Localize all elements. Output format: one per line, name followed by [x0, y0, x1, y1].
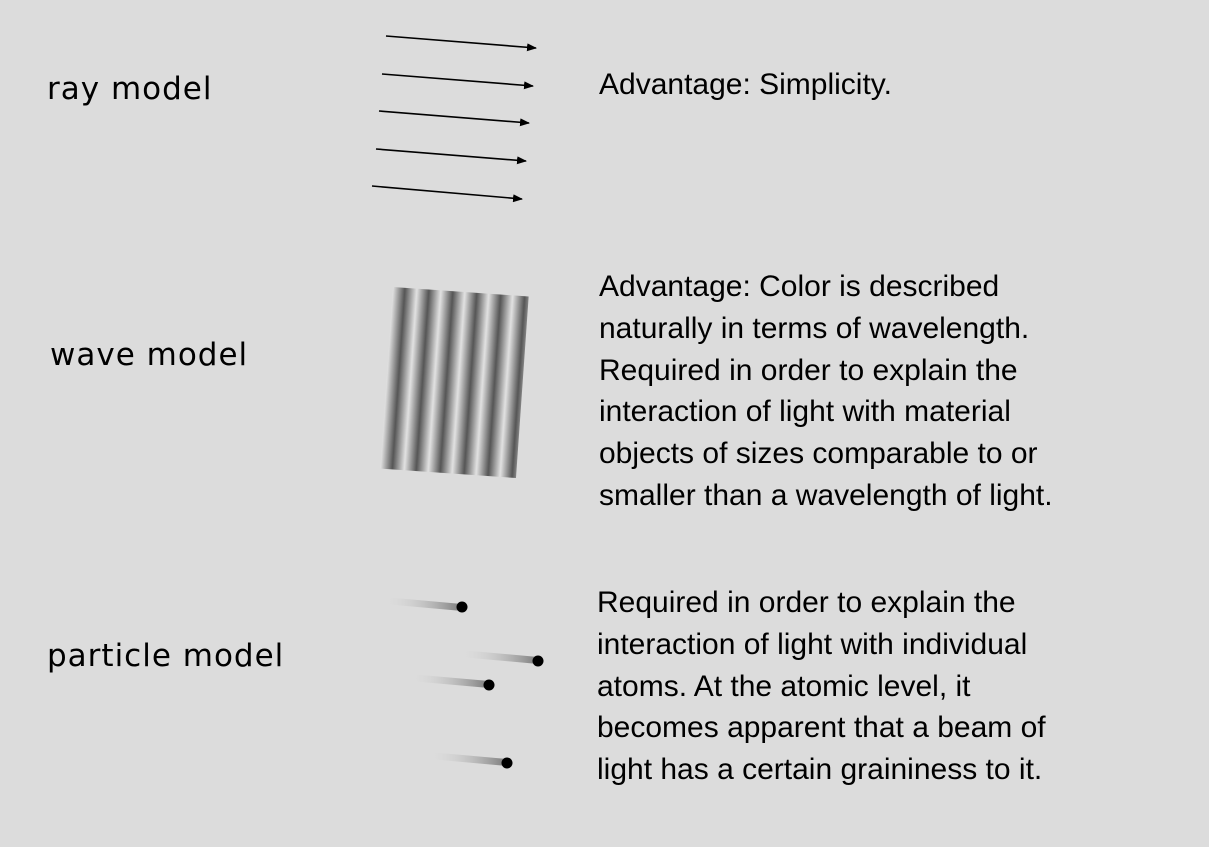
- particles: [384, 597, 544, 769]
- description-line: Advantage: Color is described: [599, 270, 1000, 303]
- ray-arrow: [371, 185, 523, 203]
- ray-arrow: [378, 110, 530, 127]
- description-line: becomes apparent that a beam of: [597, 711, 1046, 745]
- particle-model-label: particle model: [47, 638, 285, 674]
- description-line: Required in order to explain the: [597, 586, 1016, 619]
- wave-patch: [380, 287, 529, 479]
- ray-model-description: Advantage: Simplicity.: [599, 64, 892, 106]
- ray-arrow: [381, 73, 534, 90]
- wave-fringes: [380, 287, 529, 479]
- particle: [384, 597, 468, 613]
- particle-model-description: Required in order to explain the interac…: [597, 582, 1046, 791]
- description-line: interaction of light with individual: [597, 627, 1028, 661]
- ray-arrow: [385, 35, 537, 52]
- description-line: naturally in terms of wavelength.: [599, 311, 1030, 345]
- wave-model-label: wave model: [50, 337, 249, 373]
- ray-model-label: ray model: [47, 71, 213, 107]
- description-line: atoms. At the atomic level, it: [597, 669, 971, 703]
- description-line: Required in order to explain the: [599, 353, 1018, 387]
- description-line: smaller than a wavelength of light.: [599, 478, 1053, 512]
- description-line: interaction of light with material: [599, 395, 1011, 429]
- description-line: Advantage: Simplicity.: [599, 68, 892, 101]
- particle: [429, 752, 513, 769]
- description-line: objects of sizes comparable to or: [599, 437, 1038, 471]
- ray-arrows: [371, 35, 537, 203]
- particle: [460, 650, 544, 667]
- description-line: light has a certain graininess to it.: [597, 753, 1043, 787]
- wave-model-description: Advantage: Color is described naturally …: [599, 266, 1053, 517]
- particle: [410, 674, 495, 691]
- ray-arrow: [375, 148, 527, 165]
